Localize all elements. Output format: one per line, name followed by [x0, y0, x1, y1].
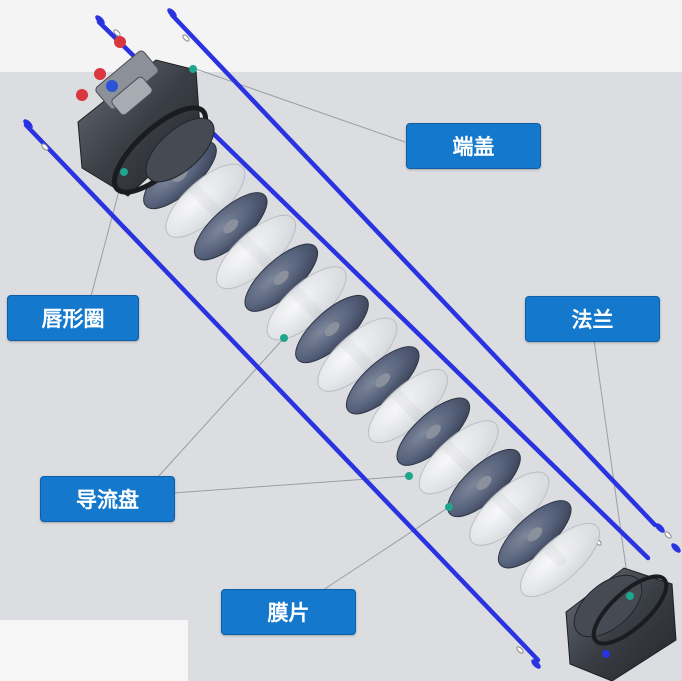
tie-rod: [169, 12, 658, 528]
red-cap: [114, 36, 126, 48]
anchor-dot: [602, 650, 610, 658]
leader-line-lip-seal: [89, 171, 125, 301]
washer: [664, 531, 672, 539]
washer: [113, 29, 121, 37]
rod-end-nut: [531, 659, 541, 669]
lip-seal-ring: [591, 574, 669, 646]
washer: [516, 646, 524, 654]
anchor-dot: [626, 592, 634, 600]
red-cap: [94, 68, 106, 80]
leader-line-membrane: [307, 506, 450, 601]
label-membrane: 膜片: [221, 589, 356, 635]
leader-lines: [89, 67, 631, 601]
label-flange: 法兰: [525, 296, 660, 342]
blue-cap: [106, 80, 118, 92]
disc-hub: [375, 373, 391, 388]
disc-hub: [425, 424, 441, 439]
anchor-dot: [280, 334, 288, 342]
leader-line-guide-disc-b: [172, 475, 410, 494]
anchor-dot: [445, 503, 453, 511]
rod-end-nut: [23, 119, 33, 129]
end-cap-top: [76, 36, 215, 197]
anchor-dot: [189, 65, 197, 73]
disc-hub: [527, 527, 543, 542]
label-end-cap: 端盖: [406, 123, 541, 169]
washer: [41, 143, 49, 151]
flange-bottom: [565, 567, 677, 681]
rod-end-nut: [167, 8, 177, 18]
anchor-dot: [405, 472, 413, 480]
disc-hub: [324, 321, 340, 337]
disc-stack: [143, 140, 600, 598]
membrane-sheet: [520, 522, 600, 598]
label-guide-disc: 导流盘: [40, 476, 175, 522]
disc-hub: [223, 219, 239, 234]
end-cap-hub: [145, 117, 215, 183]
disc-hub: [273, 270, 289, 285]
disc-hub: [476, 475, 492, 491]
tie-rod: [23, 122, 541, 663]
red-cap: [76, 89, 88, 101]
rod-end-nut: [95, 15, 105, 25]
washer: [182, 34, 190, 42]
label-lip-seal: 唇形圈: [7, 295, 139, 341]
rod-end-nut: [671, 543, 681, 553]
leader-line-guide-disc-a: [156, 337, 285, 479]
leader-line-end-cap: [192, 67, 406, 143]
rod-end-nut: [655, 523, 665, 533]
fitting-block: [111, 76, 153, 116]
anchor-dot: [120, 168, 128, 176]
rod-end-parts: [23, 8, 681, 669]
leader-line-flange: [592, 332, 631, 597]
background-panel-corner: [0, 620, 188, 681]
